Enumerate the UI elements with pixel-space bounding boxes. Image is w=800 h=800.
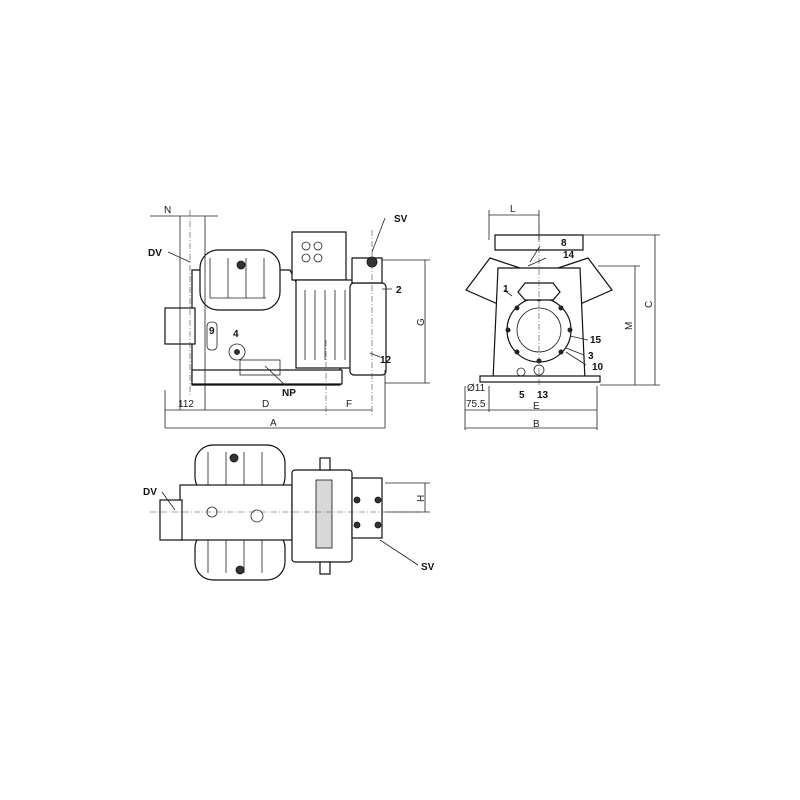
label-1: 1 [503, 284, 509, 295]
label-12: 12 [380, 355, 392, 366]
dim-a: A [270, 418, 277, 429]
dim-l: L [510, 204, 516, 215]
dim-m: M [624, 322, 635, 330]
label-dv: DV [148, 248, 162, 259]
base-plate [479, 375, 601, 383]
label-15: 15 [590, 335, 602, 346]
dim-h: H [416, 495, 427, 502]
label-13: 13 [537, 390, 549, 401]
label-9: 9 [209, 326, 215, 337]
terminal-box [291, 231, 347, 281]
cylinder-head [199, 249, 281, 311]
dim-112: 112 [178, 399, 194, 410]
label-5: 5 [519, 390, 525, 401]
label-3: 3 [588, 351, 594, 362]
side-view: N DV SV 2 G 12 9 4 NP 112 D F A [148, 205, 430, 429]
label-10: 10 [592, 362, 604, 373]
front-view: L 8 14 1 15 3 10 5 13 Ø11 75.5 E B M C [464, 204, 660, 430]
label-2: 2 [396, 285, 402, 296]
base-feet [191, 369, 343, 385]
top-label-sv: SV [421, 562, 435, 573]
discharge-valve-top [159, 499, 183, 541]
label-g: G [416, 318, 427, 326]
label-8: 8 [561, 238, 567, 249]
crankcase-top [179, 484, 293, 541]
terminal-box-top [494, 234, 584, 251]
dim-d: D [262, 399, 269, 410]
dim-c: C [644, 301, 655, 308]
label-n: N [164, 205, 171, 216]
suction-valve-top [351, 477, 383, 539]
nameplate-logo [315, 479, 333, 549]
dim-e: E [533, 401, 540, 412]
dim-f: F [346, 399, 352, 410]
dim-b: B [533, 419, 540, 430]
label-14: 14 [563, 250, 575, 261]
dim-75-5: 75.5 [466, 399, 486, 410]
top-label-dv: DV [143, 487, 157, 498]
label-sv: SV [394, 214, 408, 225]
label-np: NP [282, 388, 296, 399]
label-4: 4 [233, 329, 239, 340]
top-view: DV SV H [143, 444, 435, 581]
dim-hole: Ø11 [467, 383, 486, 394]
